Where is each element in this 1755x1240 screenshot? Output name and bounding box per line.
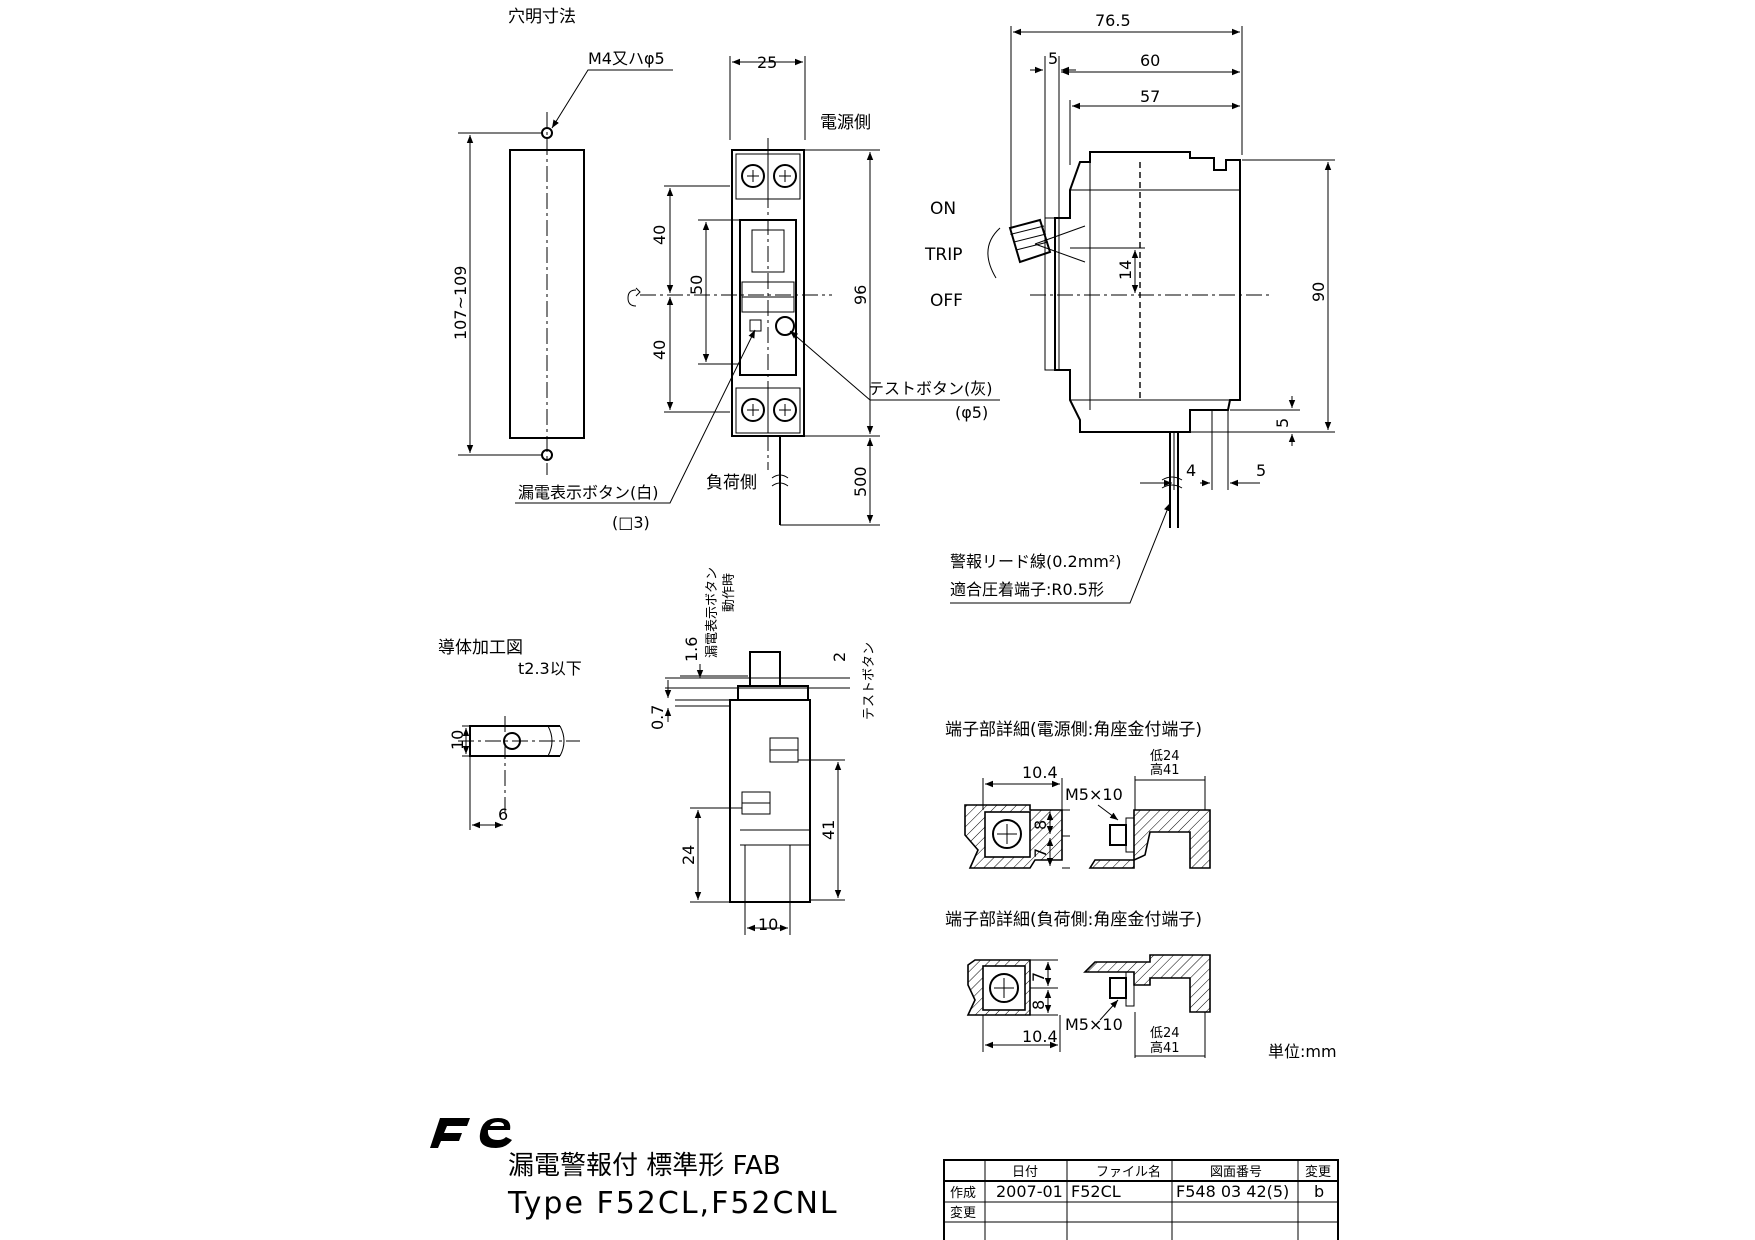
bottom-dim-2: 2 bbox=[830, 652, 849, 662]
side-dim-5c: 5 bbox=[1256, 461, 1266, 480]
product-type: Type F52CL,F52CNL bbox=[507, 1186, 839, 1221]
side-dim-5b: 5 bbox=[1273, 418, 1292, 428]
term-supply-8: 8 bbox=[1031, 820, 1050, 830]
fe-logo bbox=[430, 1118, 512, 1148]
conductor-dim-6: 6 bbox=[498, 805, 508, 824]
term-load-low: 低24 bbox=[1150, 1026, 1180, 1041]
test-button-dia: (φ5) bbox=[955, 403, 988, 422]
leak-button-size: (□3) bbox=[612, 513, 650, 532]
hole-cutout-view: 穴明寸法 107~109 M4又ハφ5 bbox=[451, 7, 673, 475]
conductor-dim-10: 10 bbox=[448, 730, 467, 750]
bottom-operate-label: 動作時 bbox=[722, 573, 737, 612]
conductor-view: 導体加工図 t2.3以下 10 6 bbox=[438, 638, 582, 830]
tb-row1-number: F548 03 42(5) bbox=[1176, 1182, 1289, 1201]
bottom-test-label: テストボタン bbox=[862, 642, 877, 720]
term-supply-7: 7 bbox=[1031, 848, 1050, 858]
bottom-leak-label: 漏電表示ボタン bbox=[704, 567, 720, 658]
leak-button-label: 漏電表示ボタン(白) bbox=[518, 483, 659, 502]
term-supply-title: 端子部詳細(電源側:角座金付端子) bbox=[945, 720, 1202, 740]
side-dim-60: 60 bbox=[1140, 51, 1160, 70]
product-name: 漏電警報付 標準形 FAB bbox=[508, 1151, 781, 1181]
term-load-m5: M5×10 bbox=[1065, 1015, 1123, 1034]
hole-screw-label: M4又ハφ5 bbox=[588, 49, 665, 68]
tb-row1-file: F52CL bbox=[1071, 1182, 1121, 1201]
hole-title: 穴明寸法 bbox=[508, 7, 576, 27]
conductor-title: 導体加工図 bbox=[438, 638, 523, 658]
supply-side-label: 電源側 bbox=[820, 113, 871, 133]
tb-header-date: 日付 bbox=[1012, 1165, 1038, 1180]
tb-row1-date: 2007-01 bbox=[996, 1182, 1063, 1201]
front-dim-40-lower: 40 bbox=[650, 340, 669, 360]
term-load-7: 7 bbox=[1029, 972, 1048, 982]
term-supply-high: 高41 bbox=[1150, 762, 1180, 778]
side-off: OFF bbox=[930, 291, 963, 311]
side-dim-90: 90 bbox=[1309, 282, 1328, 302]
front-dim-40-upper: 40 bbox=[650, 225, 669, 245]
bottom-dim-10: 10 bbox=[758, 915, 778, 934]
tb-row1-label: 作成 bbox=[950, 1186, 976, 1201]
conductor-thickness: t2.3以下 bbox=[518, 659, 582, 678]
terminal-supply-detail: 端子部詳細(電源側:角座金付端子) 10.4 8 7 M5×10 低24 高41 bbox=[945, 720, 1211, 869]
title-area: 漏電警報付 標準形 FAB Type F52CL,F52CNL 日付 ファイル名… bbox=[430, 1118, 1339, 1240]
bottom-dim-1-6: 1.6 bbox=[682, 637, 701, 662]
test-button-label: テストボタン(灰) bbox=[868, 379, 993, 398]
front-dim-96: 96 bbox=[851, 285, 870, 305]
term-supply-low: 低24 bbox=[1150, 749, 1180, 764]
title-block-table: 日付 ファイル名 図面番号 変更 作成 2007-01 F52CL F548 0… bbox=[943, 1159, 1339, 1240]
bottom-dim-0-7: 0.7 bbox=[648, 705, 667, 730]
load-side-label: 負荷側 bbox=[706, 473, 757, 493]
front-view: 25 電源側 40 40 50 bbox=[515, 53, 1000, 532]
tb-row2-label: 変更 bbox=[950, 1205, 976, 1221]
front-dim-50: 50 bbox=[687, 275, 706, 295]
side-dim-76-5: 76.5 bbox=[1095, 11, 1131, 30]
tb-row1-rev: b bbox=[1314, 1182, 1324, 1201]
term-load-10-4: 10.4 bbox=[1022, 1027, 1058, 1046]
tb-header-file: ファイル名 bbox=[1096, 1164, 1161, 1180]
alarm-terminal-label: 適合圧着端子:R0.5形 bbox=[950, 580, 1104, 599]
bottom-dim-41: 41 bbox=[819, 820, 838, 840]
side-dim-5: 5 bbox=[1048, 49, 1058, 68]
side-dim-57: 57 bbox=[1140, 87, 1160, 106]
front-dim-500: 500 bbox=[851, 466, 870, 497]
terminal-load-detail: 端子部詳細(負荷側:角座金付端子) 7 8 10.4 M5×10 低24 高41… bbox=[945, 910, 1337, 1061]
term-supply-10-4: 10.4 bbox=[1022, 763, 1058, 782]
side-on: ON bbox=[930, 199, 956, 219]
bottom-dim-24: 24 bbox=[679, 845, 698, 865]
unit-label: 単位:mm bbox=[1268, 1042, 1337, 1061]
term-load-8: 8 bbox=[1029, 1000, 1048, 1010]
side-dim-4: 4 bbox=[1186, 461, 1196, 480]
side-dim-14: 14 bbox=[1116, 260, 1135, 280]
term-supply-m5: M5×10 bbox=[1065, 785, 1123, 804]
term-load-high: 高41 bbox=[1150, 1040, 1180, 1056]
side-view: 76.5 5 60 57 14 ON TRIP OFF 90 bbox=[924, 11, 1335, 604]
tb-header-rev: 変更 bbox=[1305, 1164, 1331, 1180]
term-load-title: 端子部詳細(負荷側:角座金付端子) bbox=[945, 910, 1202, 930]
side-trip: TRIP bbox=[924, 245, 962, 265]
alarm-lead-label: 警報リード線(0.2mm²) bbox=[950, 552, 1122, 571]
bottom-view: 漏電表示ボタン 動作時 1.6 2 テストボタン 0.7 41 24 10 bbox=[648, 567, 877, 935]
hole-height-dim: 107~109 bbox=[451, 266, 470, 340]
tb-header-number: 図面番号 bbox=[1210, 1165, 1262, 1180]
